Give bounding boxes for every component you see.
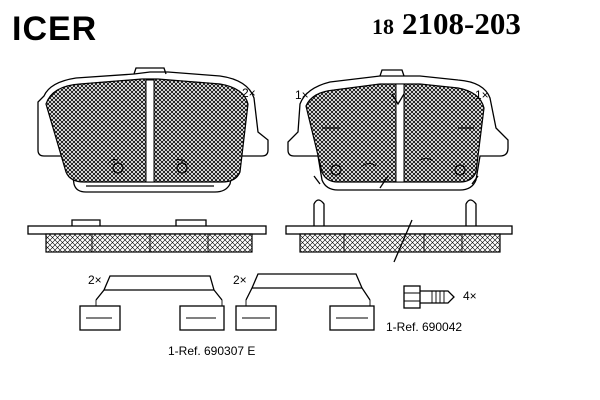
left-pad-top-tab (133, 67, 167, 75)
left-side-backing (27, 225, 267, 235)
bolt-icon: 4× (403, 285, 477, 309)
bolt-head (403, 285, 421, 309)
left-side-friction (45, 233, 253, 253)
right-side-clips (313, 199, 477, 226)
clip-reference: 1-Ref. 690307 E (168, 344, 255, 358)
right-pad-friction-material (305, 83, 485, 183)
clip-b-outline (245, 273, 371, 301)
right-side-friction (299, 233, 501, 253)
right-pad-backing-plate (287, 75, 509, 191)
part-prefix: 18 (372, 14, 394, 39)
clip-a-quantity: 2× (88, 273, 102, 287)
right-pad-hole (330, 164, 342, 176)
clip-b: 2× (233, 273, 375, 331)
right-pad-hole (454, 164, 466, 176)
left-pad-slot (145, 79, 155, 183)
left-pad-hole (112, 162, 124, 174)
clip-b-quantity: 2× (233, 273, 247, 287)
wear-indicator (391, 93, 405, 106)
wear-indicator-side (393, 219, 413, 263)
clip-a-outline (95, 275, 223, 301)
left-pad-quantity: 2× (242, 86, 256, 100)
right-pad-quantity-right: 1× (475, 88, 489, 102)
right-pad-quantity-left: 1× (295, 88, 309, 102)
left-pad-hole (176, 162, 188, 174)
right-pad-side-view (285, 199, 513, 263)
clip-a: 2× (79, 273, 225, 331)
part-number: 2108-203 (402, 6, 521, 41)
header: ICER 18 2108-203 (12, 6, 521, 48)
bolt-reference: 1-Ref. 690042 (386, 320, 462, 334)
left-pad-side-view (27, 219, 267, 253)
bolt-quantity: 4× (463, 289, 477, 303)
right-pad-front-view: 1× 1× (287, 69, 509, 191)
brand-logo: ICER (12, 10, 97, 48)
left-pad-front-view: 2× (37, 67, 269, 193)
bolt-shank (420, 290, 455, 304)
right-side-backing (285, 225, 513, 235)
right-pad-slot (395, 83, 405, 183)
